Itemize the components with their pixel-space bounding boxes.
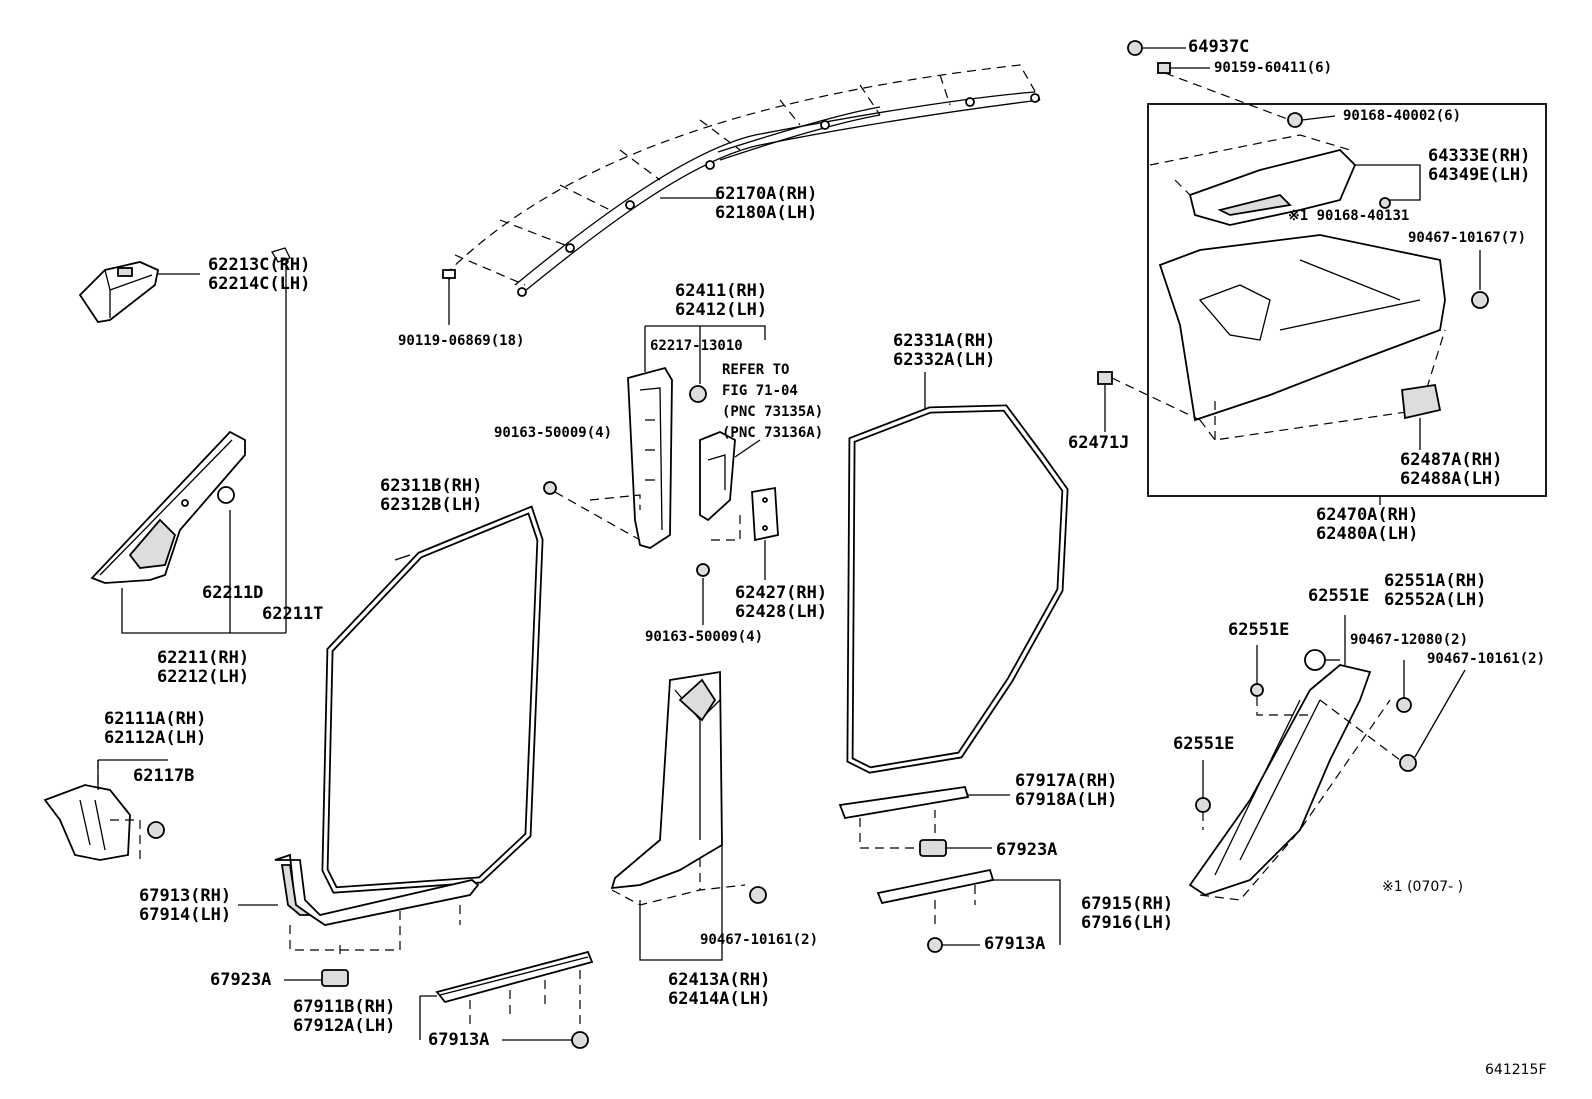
- label-67923a-left: 67923A: [210, 970, 272, 990]
- label-64937c: 64937C: [1188, 37, 1250, 57]
- front-bracket-62111a: [43, 759, 168, 865]
- front-door-weatherstrip: [321, 505, 544, 894]
- label-90163-bottom: 90163-50009(4): [645, 629, 764, 645]
- label-62412: 62412(LH): [675, 300, 768, 320]
- label-90168-40002: 90168-40002(6): [1343, 108, 1462, 124]
- label-67917a: 67917A(RH): [1015, 771, 1118, 791]
- bracket-62213c: [78, 261, 200, 323]
- label-62211t: 62211T: [262, 604, 324, 624]
- label-62414a: 62414A(LH): [668, 989, 771, 1009]
- label-62551a: 62551A(RH): [1384, 571, 1487, 591]
- label-90168-40131: ※1 90168-40131: [1288, 208, 1410, 224]
- label-62211d: 62211D: [202, 583, 264, 603]
- label-90119: 90119-06869(18): [398, 333, 525, 349]
- bolt-90119-icon: [442, 269, 456, 325]
- clip-67923a-left-icon: [284, 969, 349, 987]
- quarter-lower-trim-62551a: [1188, 615, 1466, 901]
- label-62551e-b: 62551E: [1228, 620, 1290, 640]
- label-pnc-73136a: (PNC 73136A): [722, 425, 824, 441]
- center-pillar-upper-garnish: [543, 325, 766, 549]
- label-62180a: 62180A(LH): [715, 203, 818, 223]
- bolt-90163-icon: [696, 563, 710, 625]
- label-64333e: 64333E(RH): [1428, 146, 1531, 166]
- label-67923a-right: 67923A: [996, 840, 1058, 860]
- label-67918a: 67918A(LH): [1015, 790, 1118, 810]
- label-62413a: 62413A(RH): [668, 970, 771, 990]
- label-62117b: 62117B: [133, 766, 195, 786]
- label-62311b: 62311B(RH): [380, 476, 483, 496]
- label-90467-10161-right: 90467-10161(2): [1427, 651, 1546, 667]
- label-62213c: 62213C(RH): [208, 255, 311, 275]
- label-67914: 67914(LH): [139, 905, 232, 925]
- label-67913a-right: 67913A: [984, 934, 1046, 954]
- center-pillar-lower-garnish: [610, 670, 767, 961]
- scuff-plate-67917a: [838, 785, 1010, 849]
- label-67913: 67913(RH): [139, 886, 232, 906]
- label-62214c: 62214C(LH): [208, 274, 311, 294]
- label-62488a: 62488A(LH): [1400, 469, 1503, 489]
- label-62111a: 62111A(RH): [104, 709, 207, 729]
- label-67913a-left: 67913A: [428, 1030, 490, 1050]
- step-plate-67911b: [419, 950, 594, 1049]
- label-note-0707: ※1 (0707- ): [1382, 879, 1464, 895]
- label-62170a: 62170A(RH): [715, 184, 818, 204]
- label-90163-top: 90163-50009(4): [494, 425, 613, 441]
- label-90159: 90159-60411(6): [1214, 60, 1333, 76]
- label-67916: 67916(LH): [1081, 913, 1174, 933]
- label-62112a: 62112A(LH): [104, 728, 207, 748]
- label-90467-10161-mid: 90467-10161(2): [700, 932, 819, 948]
- label-62552a: 62552A(LH): [1384, 590, 1487, 610]
- label-62212: 62212(LH): [157, 667, 250, 687]
- a-pillar-garnish: [90, 247, 291, 634]
- label-62411: 62411(RH): [675, 281, 768, 301]
- clip-67923a-right-icon: [919, 839, 992, 857]
- label-diagram-code: 641215F: [1485, 1062, 1547, 1078]
- label-90467-10167: 90467-10167(7): [1408, 230, 1527, 246]
- label-67915: 67915(RH): [1081, 894, 1174, 914]
- roof-rail-curtain-airbag: [444, 64, 1041, 297]
- label-pnc-73135a: (PNC 73135A): [722, 404, 824, 420]
- label-62331a: 62331A(RH): [893, 331, 996, 351]
- label-62332a: 62332A(LH): [893, 350, 996, 370]
- label-62211: 62211(RH): [157, 648, 250, 668]
- label-90467-12080: 90467-12080(2): [1350, 632, 1469, 648]
- rear-door-weatherstrip: [846, 372, 1069, 774]
- label-62312b: 62312B(LH): [380, 495, 483, 515]
- label-refer-to: REFER TO: [722, 362, 790, 378]
- label-62471j: 62471J: [1068, 433, 1130, 453]
- scuff-plate-67915: [876, 868, 1061, 953]
- front-scuff-plate: [238, 853, 480, 960]
- label-62487a: 62487A(RH): [1400, 450, 1503, 470]
- label-62428: 62428(LH): [735, 602, 828, 622]
- label-67912a: 67912A(LH): [293, 1016, 396, 1036]
- label-62470a: 62470A(RH): [1316, 505, 1419, 525]
- quarter-trim-box: [1097, 40, 1547, 505]
- garnish-62427: [705, 486, 779, 580]
- label-fig-71-04: FIG 71-04: [722, 383, 798, 399]
- label-62480a: 62480A(LH): [1316, 524, 1419, 544]
- label-62551e-a: 62551E: [1308, 586, 1370, 606]
- label-64349e: 64349E(LH): [1428, 165, 1531, 185]
- label-62427: 62427(RH): [735, 583, 828, 603]
- label-62217: 62217-13010: [650, 338, 743, 354]
- label-67911b: 67911B(RH): [293, 997, 396, 1017]
- label-62551e-c: 62551E: [1173, 734, 1235, 754]
